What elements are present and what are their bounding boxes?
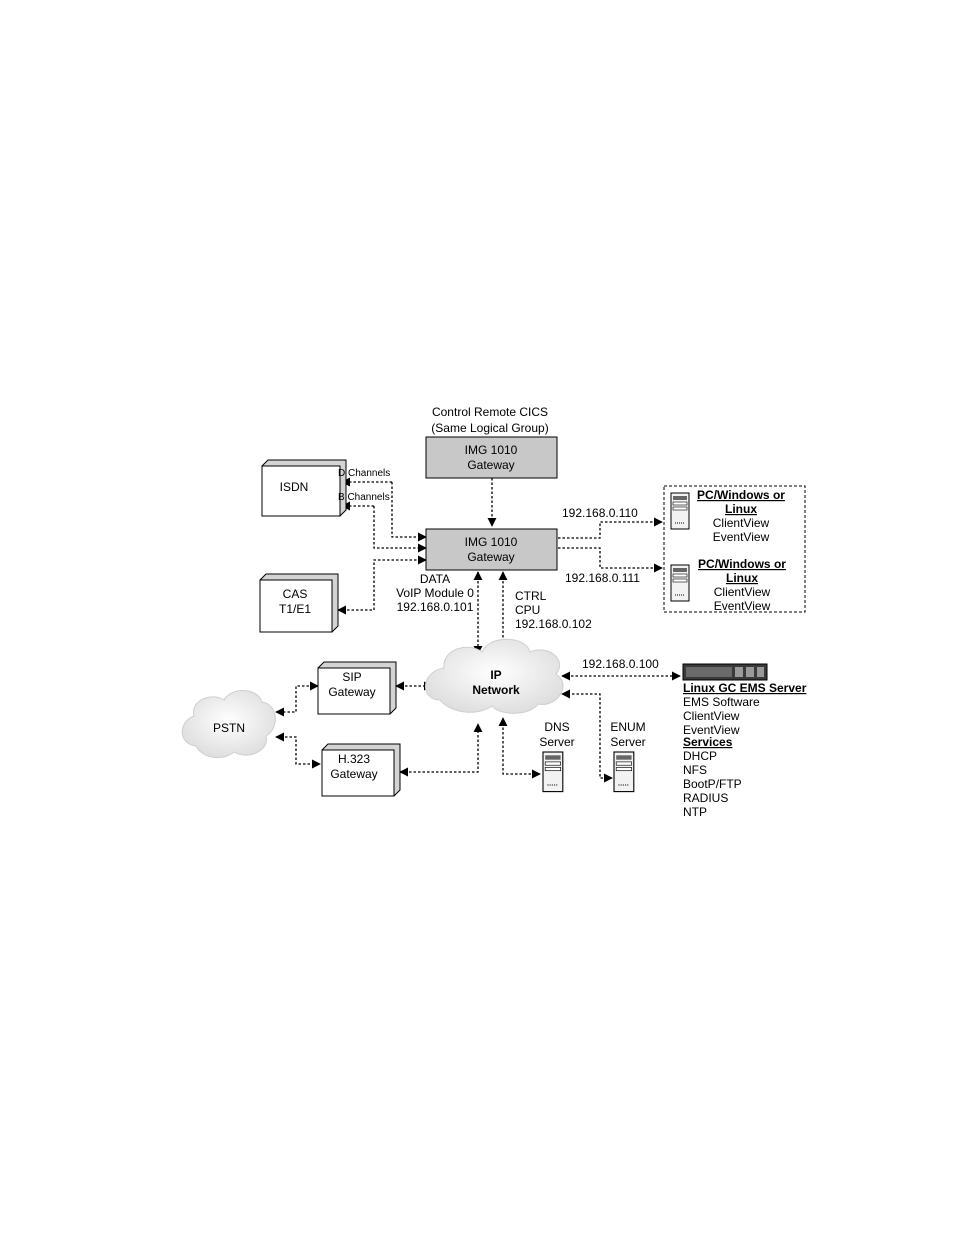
- data-info-line-1: DATA: [420, 572, 450, 586]
- pc1-app-2: EventView: [713, 530, 770, 544]
- rack-server-icon: [682, 663, 768, 681]
- remote-cics-group: Control Remote CICS (Same Logical Group)…: [425, 405, 558, 479]
- main-gateway-box[interactable]: [425, 528, 558, 571]
- ip-network-line-2: Network: [472, 683, 520, 697]
- main-gateway[interactable]: IMG 1010 Gateway: [425, 528, 558, 571]
- remote-gateway-box[interactable]: [425, 436, 558, 479]
- enum-server-line-2: Server: [610, 735, 645, 749]
- ems-server-node[interactable]: Linux GC EMS Server EMS Software ClientV…: [682, 663, 807, 819]
- ems-service-ntp: NTP: [683, 805, 707, 819]
- ems-service-dhcp: DHCP: [683, 749, 717, 763]
- link-enum-to-ip: [561, 689, 613, 783]
- pc1-server-tower-icon: [670, 492, 690, 530]
- enum-server-node[interactable]: ENUM Server: [610, 720, 646, 793]
- ems-item-3: EventView: [683, 723, 740, 737]
- pc2-ip-label: 192.168.0.111: [565, 571, 640, 585]
- pc1-title-1: PC/Windows or: [697, 488, 785, 502]
- pc2-title-2: Linux: [726, 571, 758, 585]
- ems-ip-label: 192.168.0.100: [582, 657, 659, 671]
- b-channels-label: B Channels: [338, 492, 390, 503]
- pc2-app-2: EventView: [714, 599, 771, 613]
- sip-gateway-line-2: Gateway: [328, 685, 375, 699]
- dns-server-line-2: Server: [539, 735, 574, 749]
- data-info-line-3: 192.168.0.101: [397, 600, 474, 614]
- remote-gateway-line-1: IMG 1010: [465, 443, 518, 457]
- enum-server-tower-icon: [613, 751, 635, 793]
- cas-line-1: CAS: [283, 587, 308, 601]
- main-gateway-line-1: IMG 1010: [465, 535, 518, 549]
- pc1-app-1: ClientView: [713, 516, 770, 530]
- pc1-node[interactable]: PC/Windows or Linux ClientView EventView: [670, 488, 785, 544]
- data-info-line-2: VoIP Module 0: [396, 586, 474, 600]
- ems-services-title: Services: [683, 735, 733, 749]
- h323-gateway-line-1: H.323: [338, 752, 370, 766]
- ip-network-cloud[interactable]: IP Network: [425, 638, 564, 714]
- data-info: DATA VoIP Module 0 192.168.0.101: [396, 572, 474, 614]
- dns-server-tower-icon: [542, 751, 564, 793]
- pc2-app-1: ClientView: [714, 585, 771, 599]
- cas-line-2: T1/E1: [279, 602, 311, 616]
- remote-caption-1: Control Remote CICS: [432, 405, 548, 419]
- pc1-ip-label: 192.168.0.110: [562, 506, 638, 520]
- ems-item-2: ClientView: [683, 709, 740, 723]
- link-gateway-to-pc1: [558, 517, 663, 539]
- link-cas-to-gateway: [337, 555, 427, 615]
- pc2-server-tower-icon: [670, 564, 690, 602]
- cas-box[interactable]: [259, 579, 333, 633]
- ems-service-bootp: BootP/FTP: [683, 777, 742, 791]
- sip-gateway-line-1: SIP: [342, 670, 361, 684]
- pc2-title-1: PC/Windows or: [698, 557, 786, 571]
- isdn-label: ISDN: [280, 480, 309, 494]
- sip-gateway-node[interactable]: SIP Gateway: [317, 661, 397, 715]
- link-d-channel-to-gateway: [391, 482, 427, 542]
- h323-gateway-line-2: Gateway: [330, 767, 377, 781]
- ip-network-line-1: IP: [490, 668, 501, 682]
- isdn-node[interactable]: ISDN D Channels B Channels: [261, 459, 390, 517]
- ems-service-radius: RADIUS: [683, 791, 728, 805]
- dns-server-line-1: DNS: [544, 720, 569, 734]
- ctrl-info-line-2: CPU: [515, 603, 540, 617]
- remote-gateway-line-2: Gateway: [467, 458, 514, 472]
- enum-server-line-1: ENUM: [610, 720, 645, 734]
- pc-client-group: [663, 485, 806, 613]
- link-sip-to-pstn: [275, 681, 319, 717]
- ctrl-info-line-1: CTRL: [515, 589, 547, 603]
- pc1-title-2: Linux: [725, 502, 757, 516]
- remote-caption-2: (Same Logical Group): [431, 421, 548, 435]
- connection-links: [275, 477, 681, 783]
- link-gateway-to-pc2: [558, 547, 663, 573]
- ctrl-info: CTRL CPU 192.168.0.102: [515, 589, 592, 631]
- ems-item-1: EMS Software: [683, 695, 760, 709]
- pstn-cloud[interactable]: PSTN: [181, 690, 276, 759]
- ems-title: Linux GC EMS Server: [683, 681, 807, 695]
- dns-server-node[interactable]: DNS Server: [539, 720, 575, 793]
- sip-gateway-box[interactable]: [317, 667, 391, 715]
- link-h323-to-ip: [399, 723, 483, 777]
- pstn-label: PSTN: [213, 721, 245, 735]
- d-channels-label: D Channels: [338, 468, 390, 479]
- cas-node[interactable]: CAS T1/E1: [259, 573, 339, 633]
- h323-gateway-box[interactable]: [321, 749, 395, 797]
- ems-service-nfs: NFS: [683, 763, 707, 777]
- pc2-node[interactable]: PC/Windows or Linux ClientView EventView: [670, 557, 786, 613]
- main-gateway-line-2: Gateway: [467, 550, 514, 564]
- link-pstn-to-h323: [275, 732, 321, 769]
- link-b-channel-to-gateway: [373, 506, 427, 553]
- isdn-box[interactable]: [261, 465, 341, 517]
- ctrl-info-line-3: 192.168.0.102: [515, 617, 592, 631]
- link-dns-to-ip: [498, 717, 541, 779]
- h323-gateway-node[interactable]: H.323 Gateway: [321, 743, 401, 797]
